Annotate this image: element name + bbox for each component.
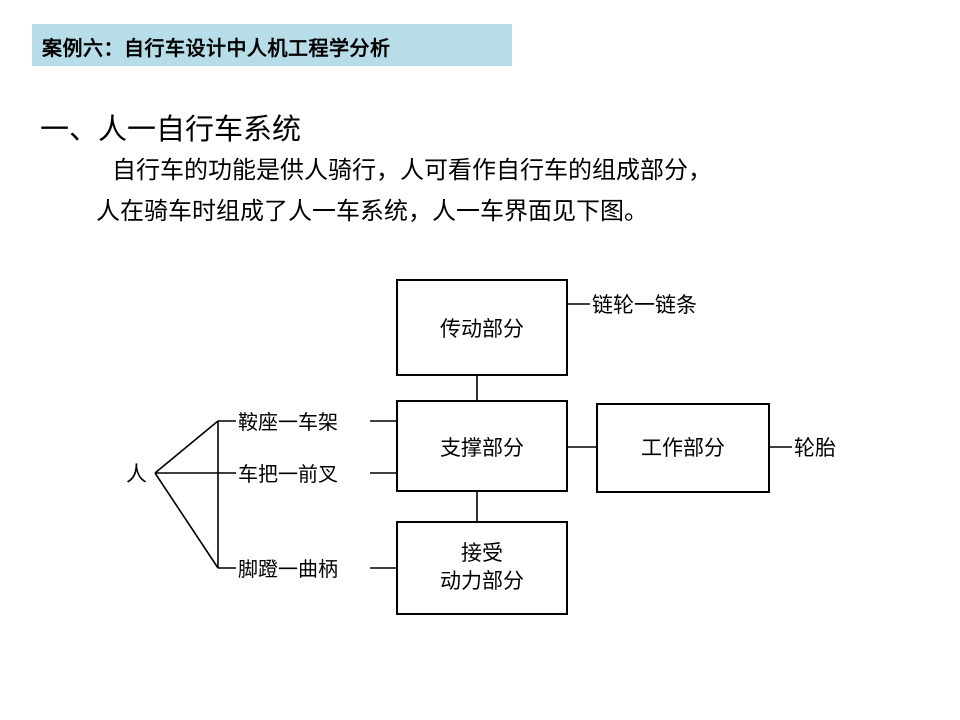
pedal-label-mask [236, 555, 370, 581]
power-label-line2: 动力部分 [440, 569, 524, 593]
tire-label: 轮胎 [794, 436, 836, 460]
body-line-2: 人在骑车时组成了人一车系统，人一车界面见下图。 [96, 197, 648, 225]
pedal-label: 脚蹬一曲柄 [238, 557, 338, 581]
support-box: 支撑部分 [396, 400, 568, 492]
person-label: 人 [126, 462, 147, 486]
body-line-1: 自行车的功能是供人骑行，人可看作自行车的组成部分， [112, 156, 712, 184]
connector-person-upper [154, 420, 219, 474]
section-heading: 一、人一自行车系统 [40, 112, 302, 146]
work-label: 工作部分 [641, 436, 725, 460]
power-label-line1: 接受 [461, 541, 503, 565]
handlebar-label: 车把一前叉 [238, 462, 338, 486]
work-box: 工作部分 [596, 403, 770, 493]
transmission-box: 传动部分 [396, 279, 568, 376]
handlebar-label-mask [236, 460, 370, 486]
chain-label: 链轮一链条 [592, 293, 697, 317]
saddle-label: 鞍座一车架 [238, 410, 338, 434]
transmission-label: 传动部分 [440, 317, 524, 341]
support-label: 支撑部分 [440, 436, 524, 460]
slide-title-bar: 案例六：自行车设计中人机工程学分析 [32, 24, 512, 66]
connector-person-lower [154, 472, 219, 569]
slide-title: 案例六：自行车设计中人机工程学分析 [42, 36, 391, 60]
power-box: 接受 动力部分 [396, 521, 568, 615]
saddle-label-mask [236, 408, 370, 434]
